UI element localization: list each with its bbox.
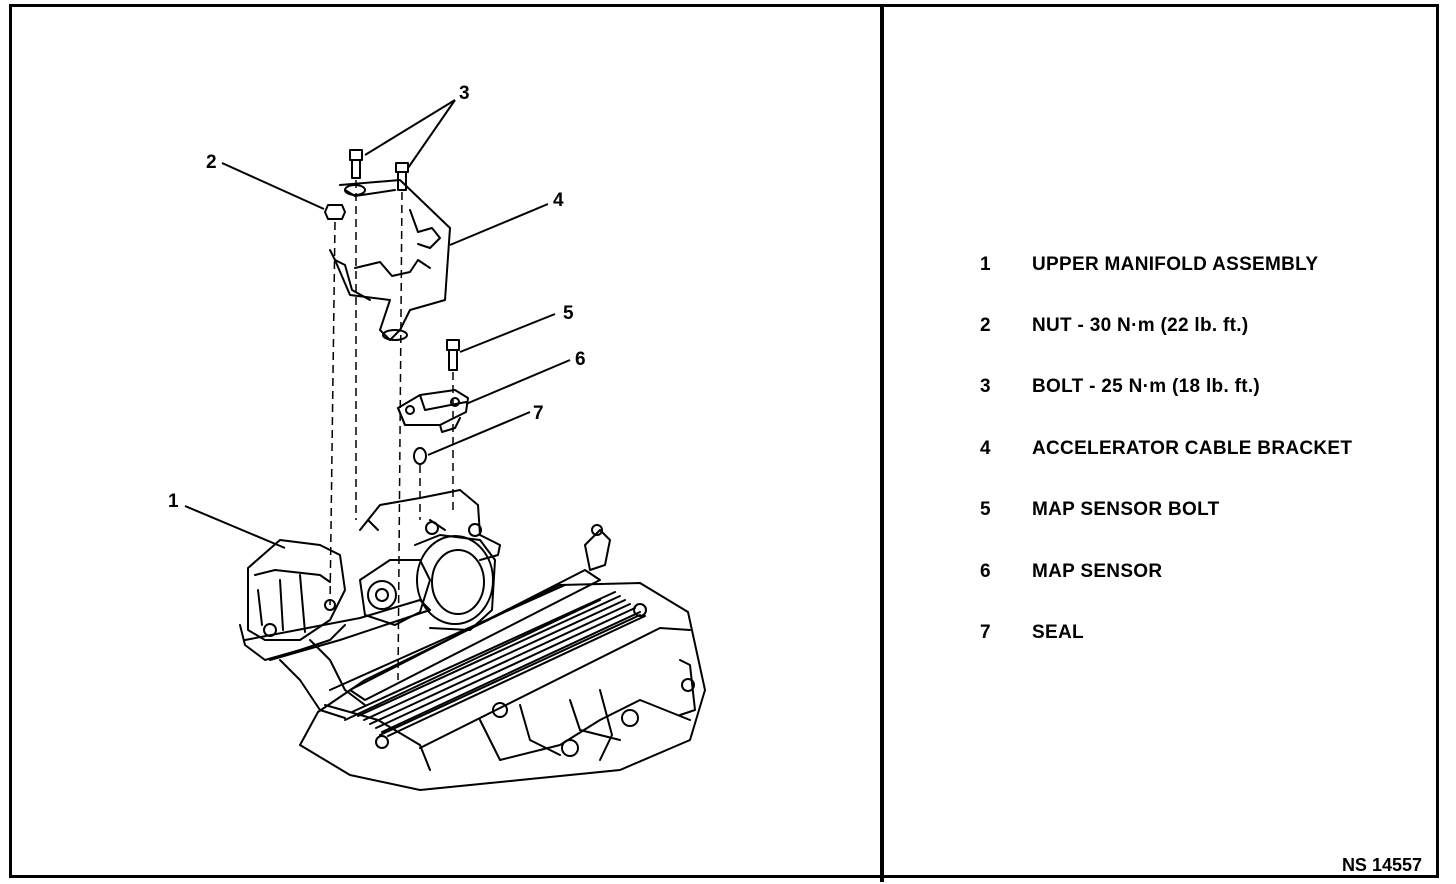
legend-item-text: MAP SENSOR: [1032, 561, 1163, 582]
throttle-body-illustration: [359, 489, 501, 631]
legend-item: 2 NUT - 30 N·m (22 lb. ft.): [960, 311, 1249, 341]
legend-item-number: 1: [980, 254, 991, 275]
legend-item: 6 MAP SENSOR: [960, 557, 1162, 587]
legend-item-text: NUT - 30 N·m (22 lb. ft.): [1032, 315, 1249, 336]
legend-item: 5 MAP SENSOR BOLT: [960, 495, 1219, 525]
legend-item-text: UPPER MANIFOLD ASSEMBLY: [1032, 254, 1319, 275]
legend-item-text: MAP SENSOR BOLT: [1032, 499, 1220, 520]
callout-5: 5: [563, 303, 574, 324]
callout-4: 4: [553, 190, 564, 211]
callout-1: 1: [168, 491, 179, 512]
callout-2: 2: [206, 152, 217, 173]
legend-item-text: ACCELERATOR CABLE BRACKET: [1032, 438, 1353, 459]
legend-item-number: 3: [980, 376, 991, 397]
exploded-view-drawing: 1 2 3 4 5 6 7: [168, 83, 706, 791]
legend-item-number: 5: [980, 499, 991, 520]
accelerator-cable-bracket-illustration: [329, 179, 451, 341]
seal-illustration: [413, 447, 427, 465]
legend-item-text: SEAL: [1032, 622, 1084, 643]
callout-7: 7: [533, 403, 544, 424]
legend-item: 1 UPPER MANIFOLD ASSEMBLY: [960, 250, 1318, 280]
map-sensor-illustration: [397, 389, 469, 433]
engine-block-illustration: [299, 524, 706, 791]
legend-item-number: 2: [980, 315, 991, 336]
callout-3: 3: [459, 83, 470, 104]
legend-item-number: 6: [980, 561, 991, 582]
legend-item-number: 4: [980, 438, 991, 459]
callout-6: 6: [575, 349, 586, 370]
legend-item-text: BOLT - 25 N·m (18 lb. ft.): [1032, 376, 1261, 397]
alignment-lines: [329, 180, 454, 681]
legend-item: 3 BOLT - 25 N·m (18 lb. ft.): [960, 372, 1260, 402]
panel-divider: [880, 4, 884, 882]
leader-lines: [184, 99, 571, 549]
legend-item: 7 SEAL: [960, 618, 1084, 648]
legend-item: 4 ACCELERATOR CABLE BRACKET: [960, 434, 1352, 464]
figure-id: NS 14557: [1341, 855, 1422, 875]
fasteners-illustration: [324, 149, 460, 371]
upper-manifold-illustration: [239, 539, 431, 719]
legend-item-number: 7: [980, 622, 991, 643]
figure-frame: [9, 4, 1439, 878]
